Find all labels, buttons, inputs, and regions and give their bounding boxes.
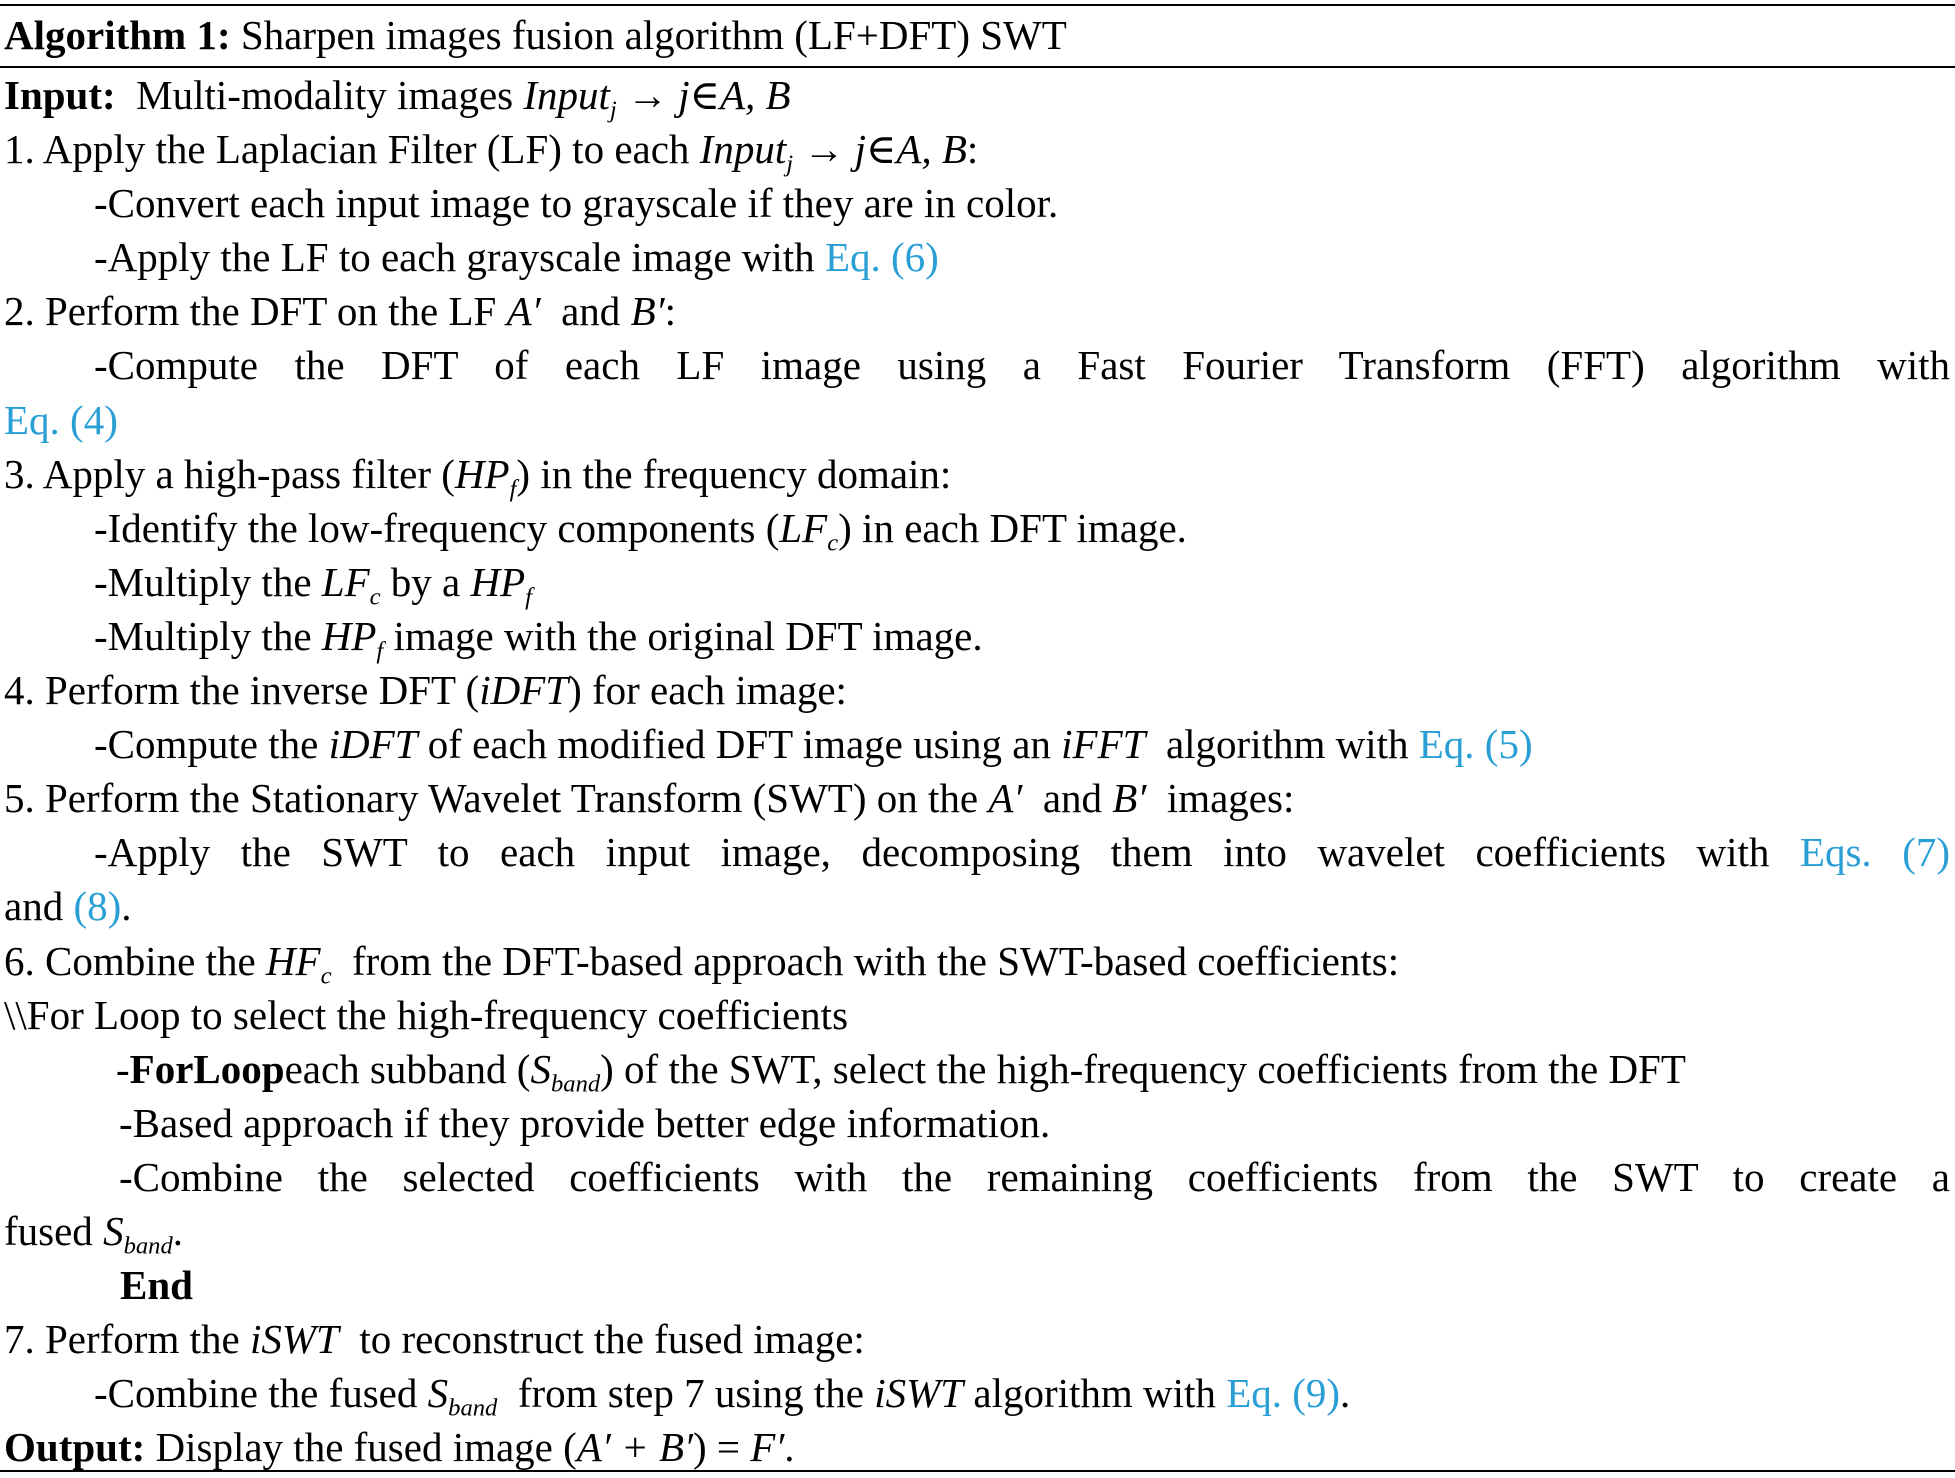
caption-rule [0,66,1955,68]
step-4-a: -Compute the iDFT of each modified DFT i… [94,721,1533,768]
input-label: Input: [4,72,116,118]
top-rule [0,4,1955,6]
loop-line-b: -Based approach if they provide better e… [119,1099,1051,1146]
output-label: Output: [4,1424,146,1471]
step-1-a: -Convert each input image to grayscale i… [94,180,1059,227]
step-3-a: -Identify the low-frequency components (… [94,504,1187,557]
eq-4-link[interactable]: Eq. (4) [4,396,118,443]
eq-6-link[interactable]: Eq. (6) [824,234,939,281]
loop-line-c: -Combine the selected coefficients with … [119,1153,1950,1200]
step-5: 5. Perform the Stationary Wavelet Transf… [4,775,1295,822]
algorithm-caption: Algorithm 1: Sharpen images fusion algor… [4,8,1067,62]
eqs-7-link[interactable]: Eqs. (7) [1799,829,1950,876]
loop-line-a: -ForLoopeach subband (Sband) of the SWT,… [116,1045,1686,1098]
step-5-a: -Apply the SWT to each input image, deco… [94,829,1950,876]
caption-label: Algorithm 1: [4,12,231,58]
step-2-a: -Compute the DFT of each LF image using … [94,342,1950,389]
output-line: Output: Display the fused image (A′ + B′… [4,1424,795,1471]
step-1: 1. Apply the Laplacian Filter (LF) to ea… [4,126,979,178]
loop-comment: \\For Loop to select the high-frequency … [4,991,849,1038]
step-4: 4. Perform the inverse DFT (iDFT) for ea… [4,667,847,714]
loop-line-c-cont: fused Sband. [4,1207,183,1260]
forloop-keyword: ForLoop [129,1045,285,1092]
caption-title: Sharpen images fusion algorithm (LF+DFT)… [240,12,1067,58]
loop-end: End [4,1258,1950,1312]
step-5-a-cont: and (8). [4,883,132,930]
step-3-b: -Multiply the LFc by a HPf [94,558,532,611]
eq-8-link[interactable]: (8) [73,883,122,930]
algorithm-body: Input: Multi-modality images Inputj → j∈… [4,68,1950,1474]
step-7-a: -Combine the fused Sband from step 7 usi… [94,1370,1351,1422]
step-3-c: -Multiply the HPf image with the origina… [94,612,983,665]
eq-5-link[interactable]: Eq. (5) [1418,721,1533,768]
step-6: 6. Combine the HFc from the DFT-based ap… [4,937,1400,990]
eq-9-link[interactable]: Eq. (9) [1226,1370,1341,1417]
input-line: Input: Multi-modality images Inputj → j∈… [4,72,791,124]
step-2: 2. Perform the DFT on the LF A′ and B′: [4,288,676,335]
step-3: 3. Apply a high-pass filter (HPf) in the… [4,450,952,503]
bottom-rule [0,1470,1955,1472]
step-2-a-cont: Eq. (4) [4,393,1950,447]
step-1-b: -Apply the LF to each grayscale image wi… [94,234,939,281]
step-7: 7. Perform the iSWT to reconstruct the f… [4,1316,865,1363]
end-keyword: End [120,1262,193,1309]
